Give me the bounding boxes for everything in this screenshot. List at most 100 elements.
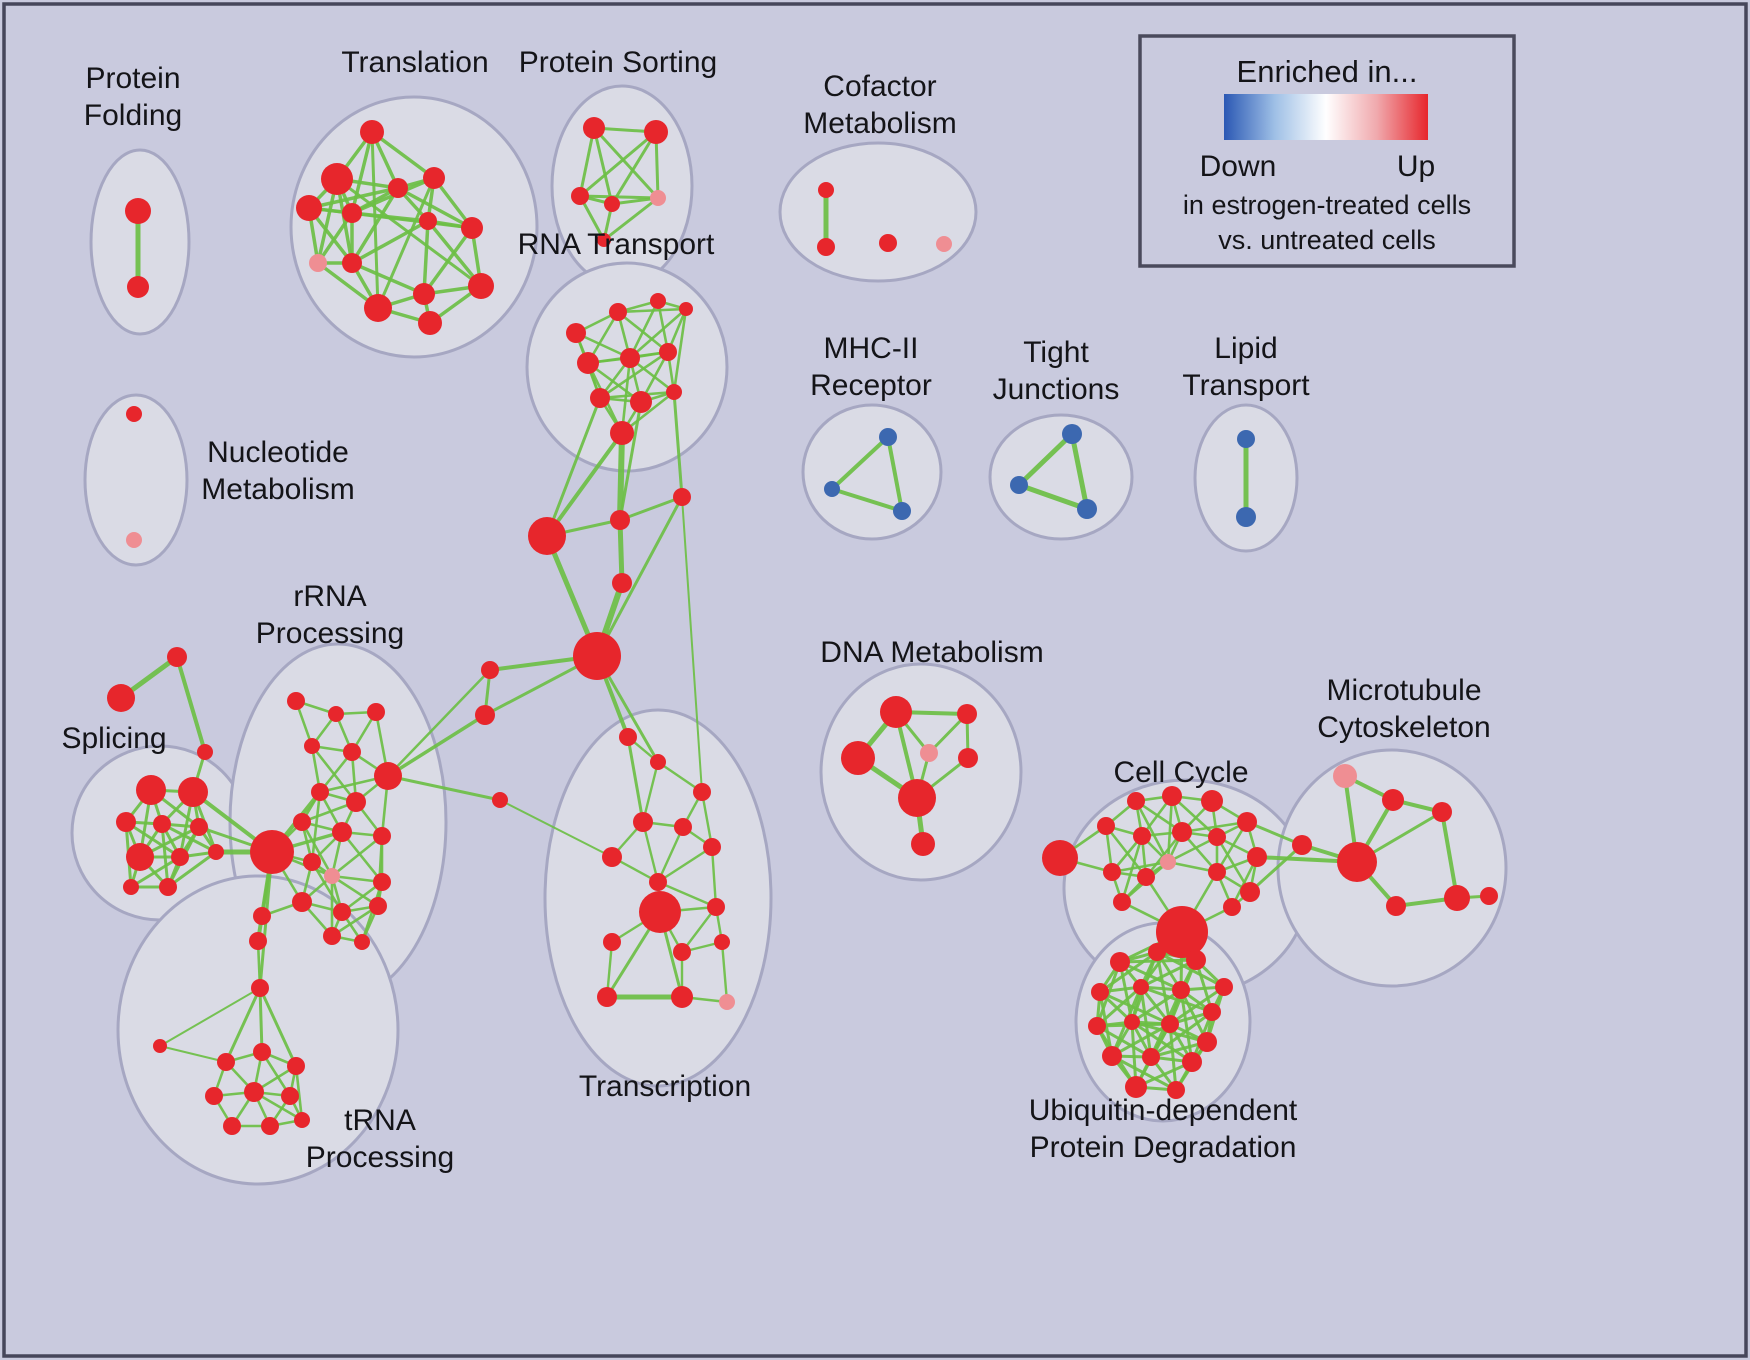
microtubule_cytoskeleton-node [1292, 835, 1312, 855]
nucleotide_metabolism-group-ellipse [83, 393, 189, 567]
mhc2_receptor-label: MHC-II [824, 332, 919, 365]
ubiquitin_degradation-node [1110, 952, 1130, 972]
ubiquitin_degradation-node [1215, 978, 1233, 996]
translation-node [321, 163, 353, 195]
rrna_processing-node [373, 827, 391, 845]
trna_processing-node [153, 1039, 167, 1053]
network-edge [1166, 835, 1219, 864]
cell_cycle-label: Cell Cycle [1113, 756, 1248, 789]
cell_cycle-node [1156, 906, 1208, 958]
network-edge [681, 496, 703, 793]
connectors-node [673, 488, 691, 506]
cell_cycle-node [1247, 847, 1267, 867]
rrna_processing-node [328, 706, 344, 722]
network-edge [578, 130, 658, 198]
rna_transport-node [609, 303, 627, 321]
network-edge [330, 874, 380, 908]
connectors-node [107, 684, 135, 712]
network-edge [710, 845, 718, 909]
network-edge [386, 713, 487, 778]
microtubule_cytoskeleton-node [1382, 789, 1404, 811]
protein_sorting-node [571, 187, 589, 205]
transcription-node [703, 838, 721, 856]
rna_transport-node [566, 323, 586, 343]
transcription-node [714, 934, 730, 950]
dna_metabolism-node [841, 741, 875, 775]
network-edge [1166, 794, 1174, 864]
transcription-node [649, 873, 667, 891]
rrna_processing-node [367, 703, 385, 721]
microtubule_cytoskeleton-node [1386, 896, 1406, 916]
protein_folding-label: Protein [85, 62, 180, 95]
mhc2_receptor-group-ellipse [801, 403, 943, 541]
network-edge [1139, 958, 1198, 989]
network-edge [618, 400, 643, 522]
network-edge [830, 435, 890, 491]
network-edge [396, 186, 474, 230]
microtubule_cytoskeleton-node [1432, 802, 1452, 822]
network-edge [592, 126, 614, 206]
splicing-label: Splicing [61, 722, 166, 755]
ubiquitin_degradation-label: Protein Degradation [1030, 1131, 1297, 1164]
network-edge [641, 760, 660, 824]
network-edge [350, 219, 430, 265]
network-edge [1069, 431, 1090, 512]
transcription-node [673, 943, 691, 961]
ubiquitin_degradation-node [1182, 1052, 1202, 1072]
rrna_processing-node [374, 762, 402, 790]
rna_transport-node [666, 384, 682, 400]
network-edge [340, 830, 384, 884]
microtubule_cytoskeleton-label: Microtubule [1326, 674, 1481, 707]
ubiquitin_degradation-node [1172, 981, 1190, 999]
lipid_transport-label: Lipid [1214, 332, 1277, 365]
ubiquitin_degradation-node [1133, 979, 1149, 995]
ubiquitin_degradation-node [1161, 1015, 1179, 1033]
cell_cycle-node [1223, 898, 1241, 916]
rna_transport-node [659, 343, 677, 361]
network-edge [598, 350, 670, 400]
network-edge [1095, 1024, 1153, 1059]
network-edge [175, 655, 207, 754]
network-edge [626, 735, 645, 824]
network-edge [422, 226, 474, 296]
cell_cycle-node [1137, 868, 1155, 886]
network-edge [617, 430, 625, 523]
network-edge [422, 219, 430, 296]
network-edge [1104, 824, 1148, 879]
cell_cycle-node [1160, 854, 1176, 870]
network-edge [656, 880, 718, 909]
legend-up-label: Up [1397, 150, 1435, 183]
ubiquitin_degradation-node [1088, 1017, 1106, 1035]
rrna_processing-node [287, 692, 305, 710]
cell_cycle-node [1172, 822, 1192, 842]
splicing-node [136, 775, 166, 805]
legend-box [1138, 34, 1516, 268]
dna_metabolism-node [898, 779, 936, 817]
nucleotide_metabolism-label: Nucleotide [207, 436, 349, 469]
network-edge [1016, 431, 1075, 488]
network-edge [159, 987, 261, 1047]
legend-down-label: Down [1200, 150, 1277, 183]
network-edge [307, 186, 400, 210]
trna_processing-node [217, 1053, 235, 1071]
trna_processing-label: Processing [306, 1141, 454, 1174]
trna_processing-node [244, 1082, 264, 1102]
network-edge [1134, 799, 1170, 864]
protein_sorting-node [597, 233, 611, 247]
ubiquitin_degradation-node [1091, 983, 1109, 1001]
translation-node [360, 120, 384, 144]
network-edge [641, 820, 660, 884]
dna_metabolism-node [880, 696, 912, 728]
trna_processing-label: tRNA [344, 1104, 416, 1137]
network-edge [700, 790, 714, 849]
trna_processing-node [249, 932, 267, 950]
translation-node [468, 273, 494, 299]
dna_metabolism-node [957, 704, 977, 724]
cofactor_metabolism-node [936, 236, 952, 252]
rrna_processing-node [354, 934, 370, 950]
transcription-node [597, 987, 617, 1007]
ubiquitin_degradation-label: Ubiquitin-dependent [1029, 1094, 1298, 1127]
translation-node [342, 203, 362, 223]
